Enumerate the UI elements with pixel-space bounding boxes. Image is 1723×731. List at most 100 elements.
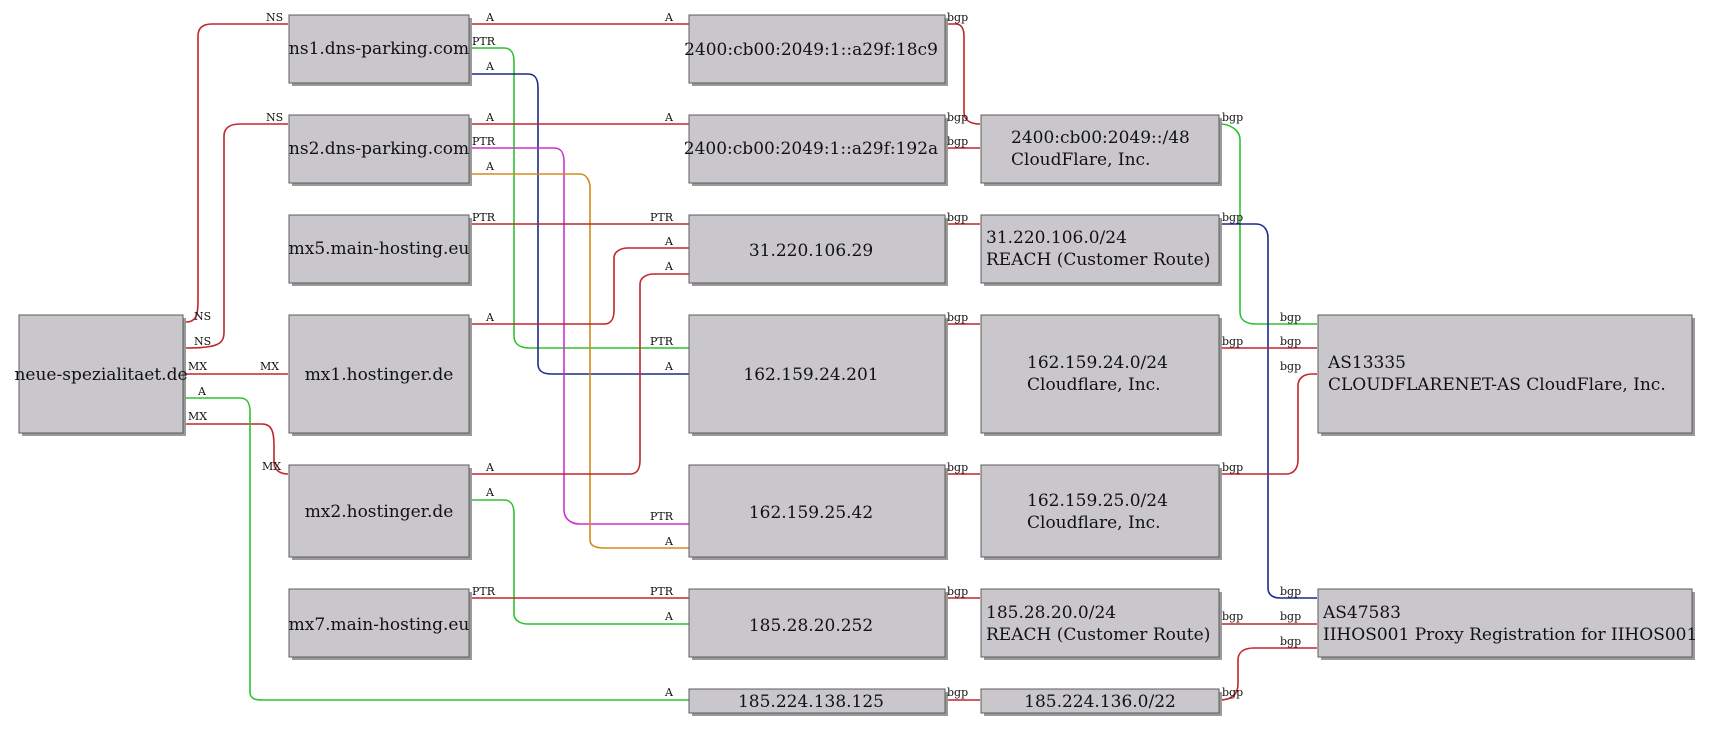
label-bgp-as13335-1: bgp xyxy=(1280,311,1301,324)
label-a-ip185a: A xyxy=(664,610,674,623)
label-ptr-ip31: PTR xyxy=(650,211,674,224)
label-a-ip162a: A xyxy=(664,360,674,373)
node-mx2[interactable]: mx2.hostinger.de xyxy=(288,464,472,560)
node-mx5-label: mx5.main-hosting.eu xyxy=(289,239,470,259)
node-ip162a-label: 162.159.24.201 xyxy=(743,365,878,385)
node-domain-label: neue-spezialitaet.de xyxy=(14,365,187,385)
node-net31-line2: REACH (Customer Route) xyxy=(986,250,1210,270)
node-ip6b[interactable]: 2400:cb00:2049:1::a29f:192a xyxy=(684,114,948,186)
label-a-ip6a: A xyxy=(664,11,674,24)
node-net185a-line2: REACH (Customer Route) xyxy=(986,625,1210,645)
label-bgp-as47583-1: bgp xyxy=(1280,585,1301,598)
edge-labels-layer: NS NS MX A MX NS NS MX MX A PTR A A PTR … xyxy=(188,11,1301,699)
label-bgp-net162a: bgp xyxy=(1222,335,1243,348)
node-net185b[interactable]: 185.224.136.0/22 xyxy=(980,688,1222,716)
edges-layer xyxy=(185,23,1317,701)
label-a-ip185b: A xyxy=(664,686,674,699)
label-mx-domain-1: MX xyxy=(188,360,207,373)
label-ptr-ip185a: PTR xyxy=(650,585,674,598)
edge-mx2-ip31 xyxy=(470,273,689,475)
label-ns-ns2: NS xyxy=(266,111,283,124)
label-bgp-as47583-2: bgp xyxy=(1280,610,1301,623)
edge-net31-as47583 xyxy=(1220,223,1317,599)
node-mx1[interactable]: mx1.hostinger.de xyxy=(288,314,472,436)
node-net162a[interactable]: 162.159.24.0/24 Cloudflare, Inc. xyxy=(980,314,1222,436)
node-as47583-line1: AS47583 xyxy=(1322,603,1401,623)
node-net185b-line1: 185.224.136.0/22 xyxy=(1024,692,1176,712)
label-bgp-net185a: bgp xyxy=(1222,610,1243,623)
label-ptr-mx5: PTR xyxy=(472,211,496,224)
node-ip185b[interactable]: 185.224.138.125 xyxy=(688,688,948,716)
node-net31[interactable]: 31.220.106.0/24 REACH (Customer Route) xyxy=(980,214,1222,286)
node-ns2[interactable]: ns2.dns-parking.com xyxy=(288,114,472,186)
node-mx5[interactable]: mx5.main-hosting.eu xyxy=(288,214,472,286)
node-ns2-label: ns2.dns-parking.com xyxy=(289,139,469,159)
node-net185a-line1: 185.28.20.0/24 xyxy=(986,603,1116,623)
label-ptr-ip162a: PTR xyxy=(650,335,674,348)
node-net162a-line2: Cloudflare, Inc. xyxy=(1027,375,1161,395)
label-a-mx2-2: A xyxy=(485,486,495,499)
label-bgp-ip6b-1: bgp xyxy=(947,111,968,124)
node-ip31[interactable]: 31.220.106.29 xyxy=(688,214,948,286)
label-bgp-net6: bgp xyxy=(1222,111,1243,124)
label-a-ip6b: A xyxy=(664,111,674,124)
node-ip162b-label: 162.159.25.42 xyxy=(749,503,873,523)
edge-ns1-ptr xyxy=(470,47,689,349)
label-a-ns1-2: A xyxy=(485,60,495,73)
label-bgp-ip6a: bgp xyxy=(947,11,968,24)
edge-ns1-a-navy xyxy=(470,73,689,375)
label-ptr-ip162b: PTR xyxy=(650,510,674,523)
label-a-ns1-1: A xyxy=(485,11,495,24)
edge-ns2-ptr xyxy=(470,147,689,525)
label-bgp-ip162b: bgp xyxy=(947,461,968,474)
node-as47583[interactable]: AS47583 IIHOS001 Proxy Registration for … xyxy=(1317,588,1697,660)
node-ns1-label: ns1.dns-parking.com xyxy=(289,39,469,59)
label-bgp-ip185b: bgp xyxy=(947,686,968,699)
nodes-layer: neue-spezialitaet.de ns1.dns-parking.com… xyxy=(14,14,1697,716)
node-net185a[interactable]: 185.28.20.0/24 REACH (Customer Route) xyxy=(980,588,1222,660)
node-net162b-line1: 162.159.25.0/24 xyxy=(1027,491,1168,511)
node-ns1[interactable]: ns1.dns-parking.com xyxy=(288,14,472,86)
edge-domain-ip185b xyxy=(186,397,689,701)
label-a-domain: A xyxy=(197,385,207,398)
label-ptr-ns2: PTR xyxy=(472,135,496,148)
node-as13335[interactable]: AS13335 CLOUDFLARENET-AS CloudFlare, Inc… xyxy=(1317,314,1695,436)
node-net6-line2: CloudFlare, Inc. xyxy=(1011,150,1150,170)
node-domain[interactable]: neue-spezialitaet.de xyxy=(14,314,188,436)
node-ip185a[interactable]: 185.28.20.252 xyxy=(688,588,948,660)
label-bgp-as13335-3: bgp xyxy=(1280,360,1301,373)
label-bgp-ip185a: bgp xyxy=(947,585,968,598)
node-as13335-line2: CLOUDFLARENET-AS CloudFlare, Inc. xyxy=(1328,375,1666,395)
node-ip162a[interactable]: 162.159.24.201 xyxy=(688,314,948,436)
label-bgp-as13335-2: bgp xyxy=(1280,335,1301,348)
node-mx7-label: mx7.main-hosting.eu xyxy=(289,615,470,635)
label-ptr-ns1: PTR xyxy=(472,35,496,48)
node-ip6a[interactable]: 2400:cb00:2049:1::a29f:18c9 xyxy=(684,14,948,86)
label-bgp-net162b: bgp xyxy=(1222,461,1243,474)
node-net162b-line2: Cloudflare, Inc. xyxy=(1027,513,1161,533)
node-mx7[interactable]: mx7.main-hosting.eu xyxy=(288,588,472,660)
node-ip185b-label: 185.224.138.125 xyxy=(738,692,884,712)
label-a-ns2-2: A xyxy=(485,160,495,173)
node-ip31-label: 31.220.106.29 xyxy=(749,241,873,261)
edge-net185b-as47583 xyxy=(1219,647,1317,701)
label-bgp-net185b: bgp xyxy=(1222,686,1243,699)
node-net6-line1: 2400:cb00:2049::/48 xyxy=(1011,128,1190,148)
node-ip6b-label: 2400:cb00:2049:1::a29f:192a xyxy=(684,139,938,159)
node-as13335-line1: AS13335 xyxy=(1327,353,1406,373)
node-net162b[interactable]: 162.159.25.0/24 Cloudflare, Inc. xyxy=(980,464,1222,560)
node-mx1-label: mx1.hostinger.de xyxy=(305,365,454,385)
node-ip185a-label: 185.28.20.252 xyxy=(749,616,873,636)
node-net6[interactable]: 2400:cb00:2049::/48 CloudFlare, Inc. xyxy=(980,114,1222,186)
node-ip162b[interactable]: 162.159.25.42 xyxy=(688,464,948,560)
label-a-ip31-2: A xyxy=(664,260,674,273)
label-a-ip31-1: A xyxy=(664,235,674,248)
label-a-ns2-1: A xyxy=(485,111,495,124)
edge-mx1-ip31 xyxy=(470,247,689,325)
edge-net162b-as13335 xyxy=(1220,373,1317,475)
label-ns-ns1: NS xyxy=(266,11,283,24)
label-mx-mx2: MX xyxy=(262,460,281,473)
label-a-mx2-1: A xyxy=(485,461,495,474)
edge-domain-ns1 xyxy=(185,23,288,323)
